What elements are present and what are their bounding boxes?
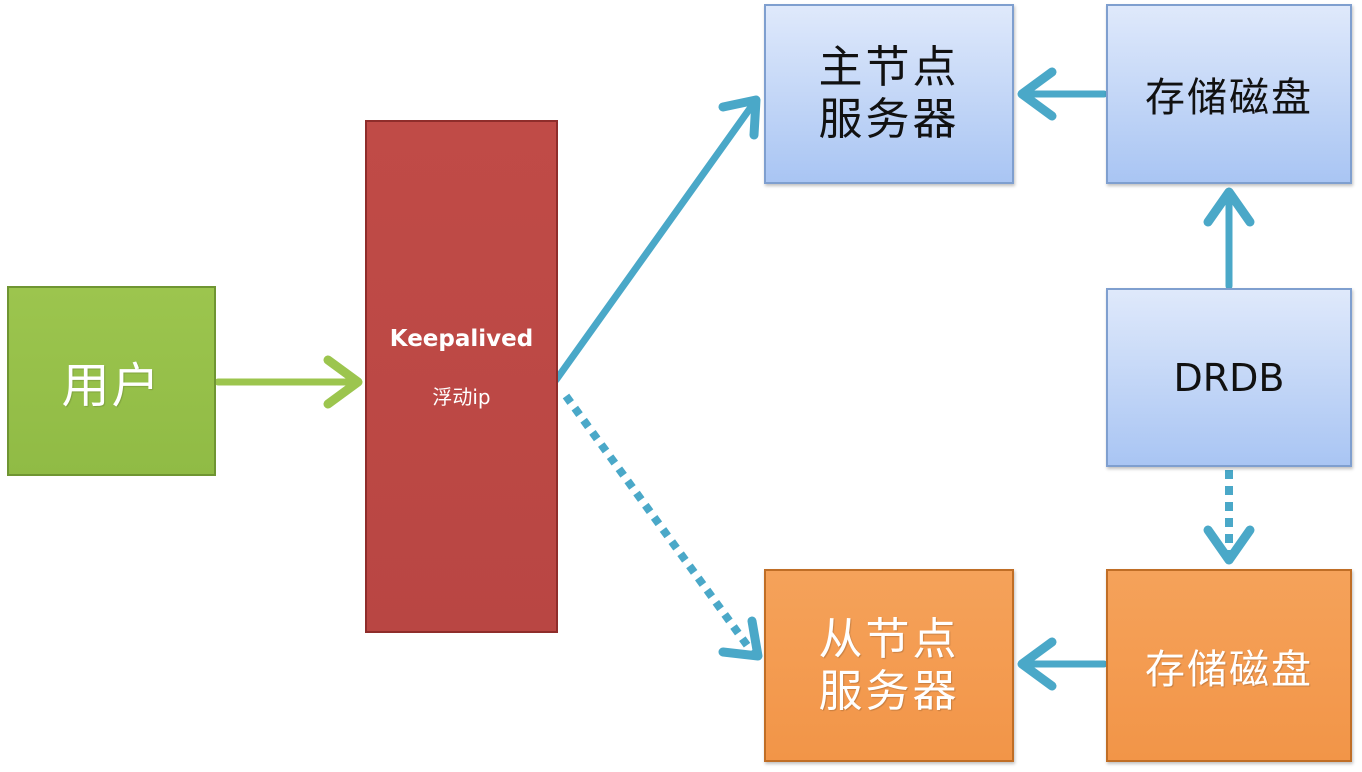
primary-server-line1: 主节点 bbox=[818, 42, 960, 94]
primary-disk-node: 存储磁盘 bbox=[1106, 4, 1352, 184]
keepalived-title: Keepalived bbox=[389, 326, 534, 352]
backup-server-node: 从节点 服务器 bbox=[764, 569, 1014, 762]
arrow-keepalived-to-primary bbox=[552, 95, 761, 384]
arrow-keepalived-to-backup bbox=[562, 393, 763, 661]
backup-disk-node: 存储磁盘 bbox=[1106, 569, 1352, 762]
primary-server-line2: 服务器 bbox=[818, 94, 960, 145]
backup-disk-label: 存储磁盘 bbox=[1145, 646, 1313, 693]
arrow-user-to-keepalived bbox=[214, 355, 363, 409]
backup-server-line2: 服务器 bbox=[818, 665, 960, 717]
arrow-drdb-to-primary-disk bbox=[1203, 187, 1255, 290]
user-label: 用户 bbox=[61, 358, 162, 414]
user-node: 用户 bbox=[7, 286, 216, 476]
keepalived-node: Keepalived 浮动ip bbox=[365, 120, 558, 633]
arrow-backup-disk-to-backup-server bbox=[1017, 637, 1108, 691]
backup-server-line1: 从节点 bbox=[818, 613, 960, 665]
arrow-drdb-to-backup-disk bbox=[1203, 470, 1255, 565]
drdb-label: DRDB bbox=[1173, 355, 1285, 400]
floating-ip-label: 浮动ip bbox=[432, 385, 491, 409]
primary-server-node: 主节点 服务器 bbox=[764, 4, 1014, 184]
drdb-node: DRDB bbox=[1106, 288, 1352, 467]
primary-disk-label: 存储磁盘 bbox=[1145, 75, 1313, 121]
arrow-primary-disk-to-primary-server bbox=[1017, 67, 1108, 121]
